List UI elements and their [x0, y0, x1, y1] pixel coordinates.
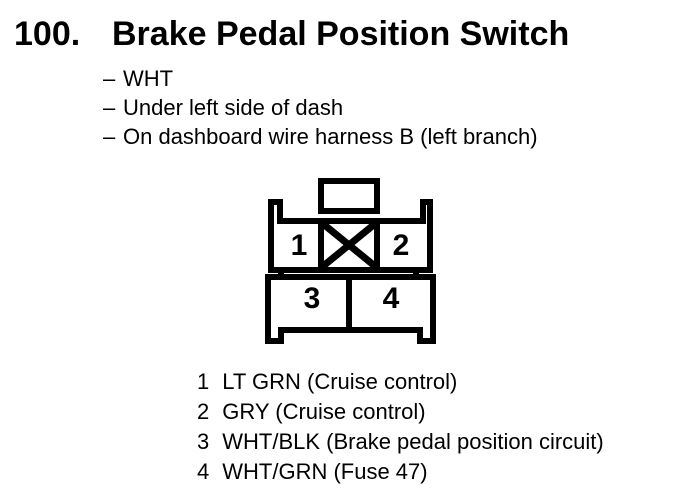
- connector-latch-tab: [318, 178, 380, 214]
- pin-number: 1: [197, 369, 210, 394]
- note-item: – Under left side of dash: [103, 93, 538, 122]
- pin-row: 3 WHT/BLK (Brake pedal position circuit): [197, 427, 604, 457]
- dash-bullet: –: [103, 95, 116, 120]
- dash-bullet: –: [103, 124, 116, 149]
- pin-row: 2 GRY (Cruise control): [197, 397, 604, 427]
- blocked-cavity-x-icon: [319, 220, 379, 270]
- pin-list: 1 LT GRN (Cruise control) 2 GRY (Cruise …: [197, 367, 604, 487]
- pin-number: 3: [197, 429, 210, 454]
- cavity-number-4: 4: [383, 282, 400, 315]
- pin-label: WHT/GRN (Fuse 47): [222, 459, 428, 484]
- connector-lower-shell: [265, 274, 436, 344]
- pin-label: GRY (Cruise control): [222, 399, 426, 424]
- dash-bullet: –: [103, 66, 116, 91]
- note-text: WHT: [123, 66, 174, 91]
- note-text: Under left side of dash: [123, 95, 344, 120]
- figure-number: 100.: [14, 15, 81, 53]
- pin-row: 4 WHT/GRN (Fuse 47): [197, 457, 604, 487]
- note-item: – WHT: [103, 64, 538, 93]
- connector-notes-list: – WHT – Under left side of dash – On das…: [103, 64, 538, 151]
- pin-label: WHT/BLK (Brake pedal position circuit): [222, 429, 604, 454]
- note-text: On dashboard wire harness B (left branch…: [123, 124, 538, 149]
- blocked-cavity-walls: [318, 221, 380, 270]
- cavity-number-3: 3: [304, 282, 321, 315]
- pin-number: 4: [197, 459, 210, 484]
- pin-row: 1 LT GRN (Cruise control): [197, 367, 604, 397]
- note-item: – On dashboard wire harness B (left bran…: [103, 122, 538, 151]
- cavity-number-1: 1: [291, 229, 308, 262]
- page-title: Brake Pedal Position Switch: [112, 15, 570, 53]
- cavity-number-2: 2: [393, 229, 410, 262]
- pin-number: 2: [197, 399, 210, 424]
- pin-label: LT GRN (Cruise control): [222, 369, 458, 394]
